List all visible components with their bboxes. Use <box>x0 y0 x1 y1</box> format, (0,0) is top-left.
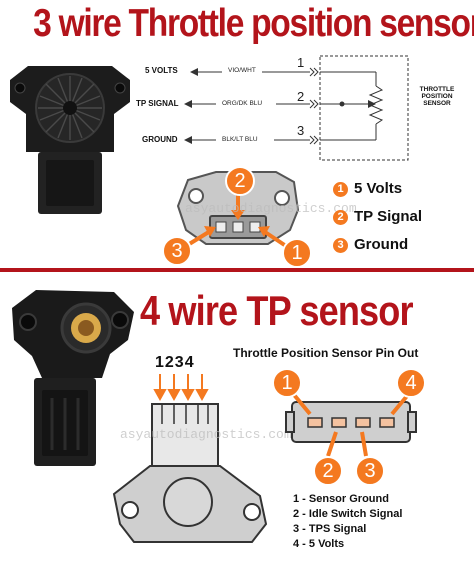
wire-color-2: ORG/DK BLU <box>222 100 263 107</box>
bottom-title: 4 wire TP sensor <box>140 287 414 334</box>
pin-badge-2: 2 <box>313 456 343 486</box>
pin-legend-4: 4 - 5 Volts <box>293 538 345 550</box>
throttle-position-sensor-label: THROTTLE POSITION SENSOR <box>419 86 455 107</box>
pin-badge-1: 1 <box>272 368 302 398</box>
wire-num-3: 3 <box>297 123 305 138</box>
top-title: 3 wire Throttle position sensor <box>33 2 474 45</box>
connector-badge-3: 3 <box>162 236 192 266</box>
wire-color-3: BLK/LT BLU <box>222 136 258 143</box>
pin-numbers: 1234 <box>155 354 195 371</box>
legend-text-5-volts: 5 Volts <box>354 180 403 197</box>
wire-label-5-volts: 5 VOLTS <box>145 66 178 75</box>
tps-3wire-photo <box>10 66 130 214</box>
wire-label-tp-signal: TP SIGNAL <box>136 99 179 108</box>
pinout-title: Throttle Position Sensor Pin Out <box>233 346 419 360</box>
legend-text-tp-signal: TP Signal <box>354 208 423 225</box>
legend-badge-2: 2 <box>333 210 348 225</box>
pin-legend-3: 3 - TPS Signal <box>293 523 367 535</box>
legend-badge-1: 1 <box>333 182 348 197</box>
wire-num-1: 1 <box>297 55 305 70</box>
legend-badge-3: 3 <box>333 238 348 253</box>
legend-item-tp-signal: 2 TP Signal <box>333 208 422 225</box>
legend-item-ground: 3 Ground <box>333 236 408 253</box>
connector-3wire <box>176 171 300 248</box>
pin-badge-4: 4 <box>396 368 426 398</box>
wiring-diagram <box>184 55 409 161</box>
pin-legend-2: 2 - Idle Switch Signal <box>293 508 403 520</box>
wire-label-ground: GROUND <box>142 135 178 144</box>
pinout-legend: 1 - Sensor Ground 2 - Idle Switch Signal… <box>293 492 402 552</box>
legend-text-ground: Ground <box>354 236 409 253</box>
legend-item-5-volts: 1 5 Volts <box>333 180 402 197</box>
section-divider <box>0 268 474 272</box>
watermark-top: asyautodiagnostics.com <box>185 201 357 216</box>
pin-legend-1: 1 - Sensor Ground <box>293 493 389 505</box>
wire-num-2: 2 <box>297 89 305 104</box>
connector-badge-1: 1 <box>282 238 312 268</box>
watermark-bottom: asyautodiagnostics.com <box>120 427 292 442</box>
wire-color-1: VIO/WHT <box>228 67 256 74</box>
pin-badge-3: 3 <box>355 456 385 486</box>
connector-badge-2: 2 <box>225 166 255 196</box>
tps-4wire-photo <box>12 290 134 466</box>
down-arrow-icon <box>153 374 209 402</box>
tps-4wire-outline <box>112 403 268 543</box>
connector-4wire <box>285 388 417 457</box>
